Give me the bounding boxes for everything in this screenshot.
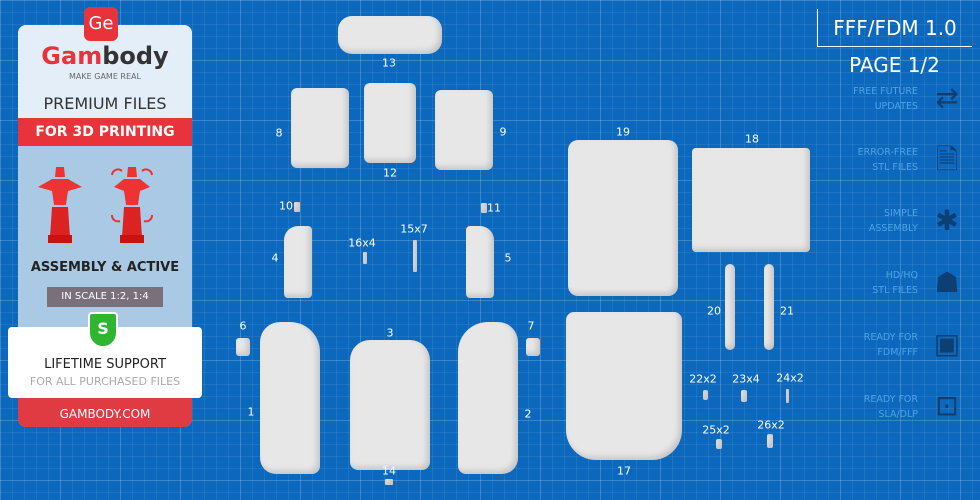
part-label: 9 bbox=[499, 125, 507, 139]
part-label: 13 bbox=[382, 56, 396, 70]
part-label: 2 bbox=[524, 407, 532, 421]
feature-assembly: SIMPLE ASSEMBLY bbox=[820, 206, 918, 236]
part-16 bbox=[363, 252, 367, 264]
feature-line: UPDATES bbox=[874, 101, 918, 112]
part-label: 12 bbox=[383, 166, 397, 180]
feature-line: ASSEMBLY bbox=[868, 223, 918, 234]
part-21 bbox=[764, 264, 774, 350]
feature-line: SLA/DLP bbox=[878, 409, 918, 420]
support-subtitle: FOR ALL PURCHASED FILES bbox=[29, 375, 181, 388]
feature-line: READY FOR bbox=[863, 394, 918, 405]
part-6 bbox=[236, 338, 250, 356]
feature-line: FREE FUTURE bbox=[853, 86, 918, 97]
feature-line: READY FOR bbox=[863, 332, 918, 343]
part-label: 4 bbox=[271, 251, 279, 265]
feature-error-free: ERROR-FREE STL FILES bbox=[820, 145, 918, 175]
part-17 bbox=[566, 312, 682, 460]
part-19 bbox=[568, 140, 678, 296]
support-title: LIFETIME SUPPORT bbox=[44, 357, 166, 372]
file-check-icon: 🗎 bbox=[935, 143, 959, 176]
part-4 bbox=[284, 226, 312, 298]
part-label: 24x2 bbox=[776, 371, 804, 385]
part-5 bbox=[466, 226, 494, 298]
part-label: 14 bbox=[382, 464, 396, 478]
part-8 bbox=[291, 88, 349, 168]
part-label: 3 bbox=[386, 326, 394, 340]
part-1 bbox=[260, 322, 320, 474]
feature-updates: FREE FUTURE UPDATES bbox=[820, 84, 918, 114]
part-18 bbox=[692, 148, 810, 252]
part-22 bbox=[703, 390, 708, 400]
fdm-printer-icon: ▣ bbox=[933, 327, 961, 360]
part-label: 11 bbox=[487, 201, 501, 215]
part-label: 22x2 bbox=[689, 372, 717, 386]
part-label: 10 bbox=[279, 199, 293, 213]
page-indicator: PAGE 1/2 bbox=[849, 53, 940, 77]
premium-files: PREMIUM FILES bbox=[43, 94, 167, 113]
brand-name[interactable]: Gambody bbox=[18, 43, 192, 69]
part-label: 5 bbox=[504, 251, 512, 265]
part-25 bbox=[716, 439, 722, 449]
part-label: 19 bbox=[616, 125, 630, 139]
scale-badge: IN SCALE 1:2, 1:4 bbox=[47, 287, 163, 307]
for-3d-printing: FOR 3D PRINTING bbox=[18, 118, 192, 146]
feature-line: STL FILES bbox=[872, 285, 918, 296]
part-2 bbox=[458, 322, 518, 474]
part-label: 8 bbox=[275, 126, 283, 140]
part-7 bbox=[526, 338, 540, 356]
feature-line: HD/HQ bbox=[885, 270, 918, 281]
shield-icon: S bbox=[88, 312, 118, 348]
tagline: MAKE GAME REAL bbox=[69, 72, 141, 81]
part-label: 17 bbox=[617, 464, 631, 478]
feature-sla: READY FOR SLA/DLP bbox=[820, 392, 918, 422]
part-label: 21 bbox=[780, 304, 794, 318]
active-figure-icon bbox=[111, 167, 153, 243]
feature-line: STL FILES bbox=[872, 162, 918, 173]
part-label: 16x4 bbox=[348, 236, 376, 250]
part-label: 20 bbox=[707, 304, 721, 318]
part-10 bbox=[294, 202, 300, 212]
brand-rest: body bbox=[102, 42, 169, 70]
part-label: 26x2 bbox=[757, 418, 785, 432]
part-26 bbox=[767, 434, 773, 448]
part-label: 25x2 bbox=[702, 423, 730, 437]
static-figure-icon bbox=[38, 167, 82, 243]
gambody-logo-icon: Ge bbox=[84, 7, 118, 41]
part-label: 15x7 bbox=[400, 222, 428, 236]
version-label: FFF/FDM 1.0 bbox=[817, 9, 972, 47]
part-label: 7 bbox=[527, 319, 535, 333]
part-23 bbox=[741, 390, 747, 402]
part-9 bbox=[435, 90, 493, 170]
part-label: 23x4 bbox=[732, 372, 760, 386]
part-14 bbox=[385, 479, 393, 485]
part-11 bbox=[481, 203, 487, 213]
assembly-active: ASSEMBLY & ACTIVE bbox=[30, 260, 180, 275]
feature-line: ERROR-FREE bbox=[857, 147, 918, 158]
part-12 bbox=[364, 83, 416, 163]
part-label: 18 bbox=[745, 132, 759, 146]
updates-icon: ⇄ bbox=[935, 81, 959, 114]
feature-line: SIMPLE bbox=[883, 208, 918, 219]
part-label: 1 bbox=[247, 405, 255, 419]
part-24 bbox=[786, 389, 789, 403]
part-label: 6 bbox=[239, 319, 247, 333]
feature-fdm: READY FOR FDM/FFF bbox=[820, 330, 918, 360]
part-3 bbox=[350, 340, 430, 470]
puzzle-icon: ✱ bbox=[935, 204, 959, 237]
feature-line: FDM/FFF bbox=[877, 347, 918, 358]
brand-red: Gam bbox=[41, 42, 103, 70]
ironman-icon: ☗ bbox=[934, 266, 960, 299]
part-20 bbox=[725, 264, 735, 350]
part-13 bbox=[338, 16, 442, 54]
sla-printer-icon: ⊡ bbox=[935, 389, 959, 422]
site-link[interactable]: GAMBODY.COM bbox=[18, 398, 192, 427]
part-15 bbox=[413, 240, 417, 272]
feature-hd: HD/HQ STL FILES bbox=[820, 268, 918, 298]
